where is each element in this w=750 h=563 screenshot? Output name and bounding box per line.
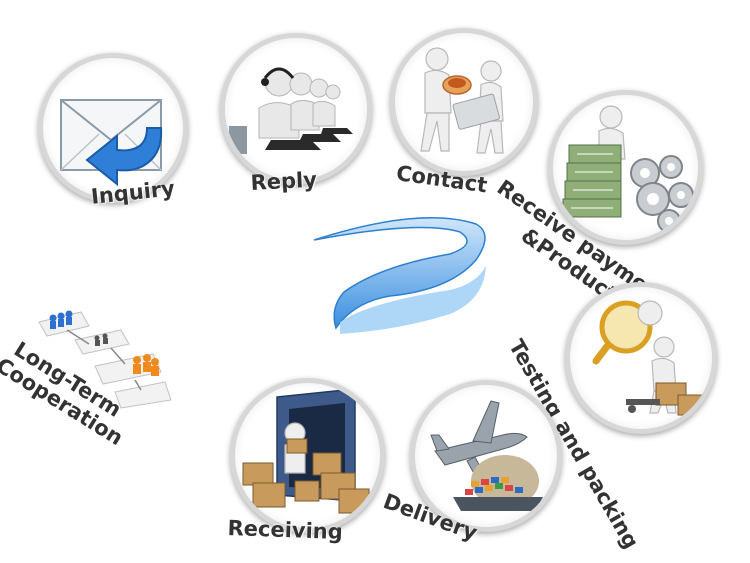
call-center-icon — [229, 67, 353, 154]
money-gears-icon — [562, 105, 694, 233]
envelope-arrow-icon — [60, 99, 163, 187]
container-boxes-icon — [242, 388, 370, 514]
payment-circle — [548, 90, 703, 245]
magnifier-figure-icon — [592, 300, 705, 416]
center-swoosh-icon — [313, 217, 486, 334]
reply-label: Reply — [249, 167, 318, 195]
handshake-figures-icon — [420, 47, 504, 154]
receiving-label: Receiving — [227, 516, 344, 545]
airplane-ship-icon — [430, 400, 543, 511]
inquiry-circle — [38, 53, 188, 203]
flowchart-people-icon — [38, 310, 172, 409]
contact-circle — [390, 28, 538, 176]
receiving-circle — [230, 378, 385, 533]
testing-circle — [565, 282, 717, 434]
reply-circle — [220, 33, 372, 185]
delivery-circle — [410, 380, 562, 532]
